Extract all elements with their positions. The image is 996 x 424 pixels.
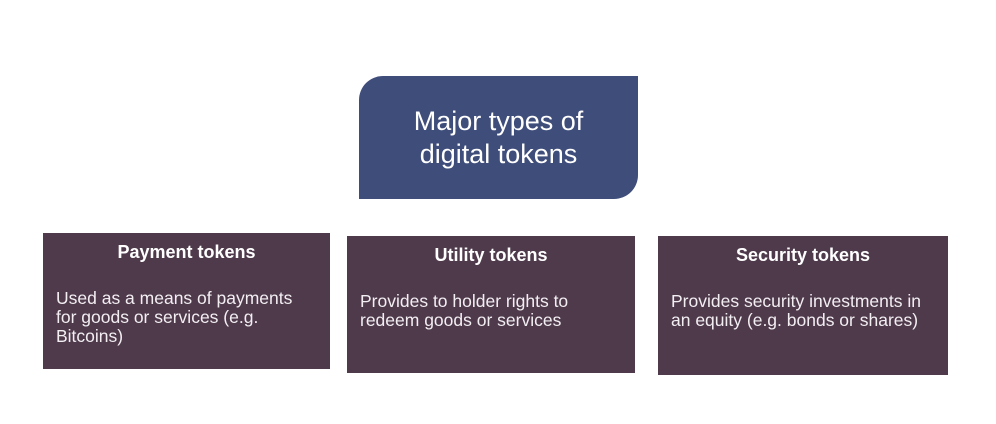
payment-tokens-description-line: for goods or services (e.g. [56,307,259,327]
payment-tokens-box: Payment tokens Used as a means of paymen… [43,233,330,369]
utility-tokens-box: Utility tokens Provides to holder rights… [347,236,635,373]
security-tokens-title: Security tokens [735,245,871,265]
security-tokens-box: Security tokens Provides security invest… [658,236,948,375]
header-box-major-types: Major types of digital tokens [359,76,638,199]
payment-tokens-title: Payment tokens [117,242,256,262]
header-title-line-1: Major types of [413,105,584,136]
utility-tokens-description-line: redeem goods or services [360,310,562,330]
payment-tokens-description: Used as a means of payments for goods or… [43,289,330,346]
security-tokens-description: Provides security investments in an equi… [658,292,948,330]
payment-tokens-description-line: Bitcoins) [56,326,124,346]
utility-tokens-description: Provides to holder rights to redeem good… [347,292,635,330]
security-tokens-description-line: Provides security investments in [671,291,921,311]
security-tokens-description-line: an equity (e.g. bonds or shares) [671,310,919,330]
utility-tokens-description-line: Provides to holder rights to [360,291,569,311]
header-title-line-2: digital tokens [419,138,578,169]
utility-tokens-title: Utility tokens [434,245,548,265]
payment-tokens-description-line: Used as a means of payments [56,288,293,308]
